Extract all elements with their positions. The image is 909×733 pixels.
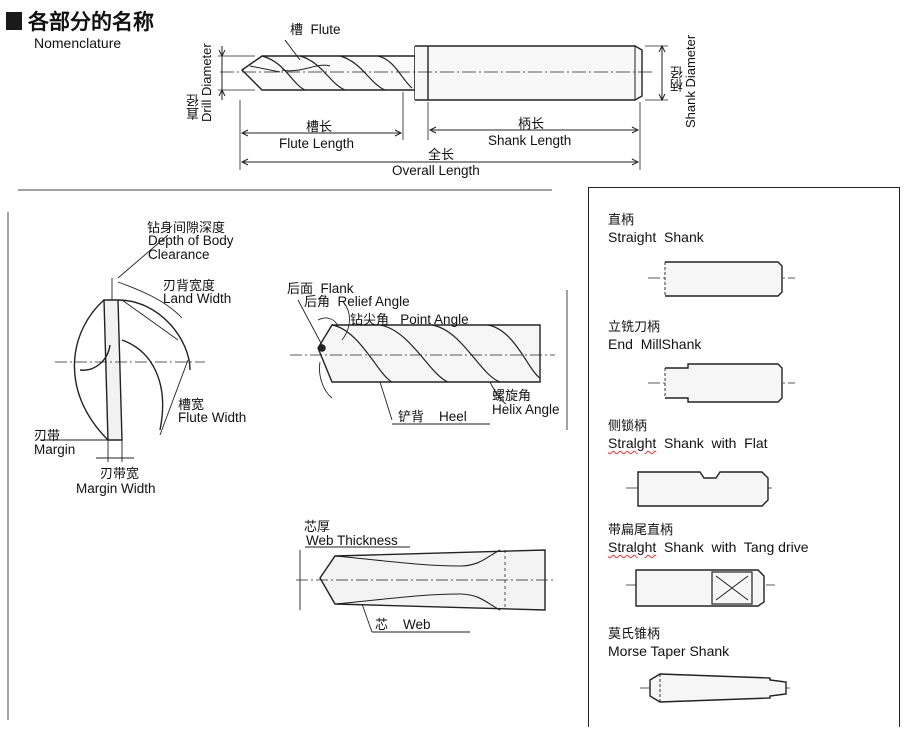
straight-shank-icon [648,261,795,297]
point-angle-label: 钻尖角 Point Angle [350,312,469,328]
shank-type-tang-drive: 带扁尾直柄 Stralght Shank with Tang drive [608,523,809,555]
drill-cross-section-drawing [40,234,205,462]
margin-en: Margin [34,442,76,457]
title-square-icon [6,12,22,30]
land-width-cn: 刃背宽度 [163,279,216,294]
shank-type-end-mill: 立铣刀柄 End MillShank [608,320,702,352]
body-clearance-cn: 钻身间隙深度 [147,221,226,236]
heel-label: 铲背 Heel [398,409,467,425]
shank-with-flat-icon [626,471,772,507]
body-clearance-en-1: Depth of Body [148,233,234,248]
flute-length-cn: 槽长 [306,120,333,135]
flank-label: 后面 Flank [287,281,354,297]
web-thickness-cn: 芯厚 [304,520,331,535]
shank-type-morse-taper: 莫氏锥柄 Morse Taper Shank [608,627,730,659]
margin-width-en: Margin Width [76,481,156,496]
overall-length-en: Overall Length [392,163,480,178]
shank-diameter-en: Shank Diameter [683,34,698,128]
land-width-en: Land Width [163,291,232,306]
flute-label: 槽 Flute [290,22,341,38]
helix-angle-en: Helix Angle [492,402,560,417]
page-subtitle: Nomenclature [34,35,122,51]
end-mill-shank-icon [648,363,795,403]
twist-drill-drawing [218,39,668,170]
shank-types-panel [588,187,900,727]
relief-angle-label: 后角 Relief Angle [304,294,410,310]
web-label: 芯 Web [375,617,431,633]
morse-taper-shank-icon [640,673,790,703]
shank-length-en: Shank Length [488,133,572,148]
tang-drive-shank-icon [626,569,775,607]
drill-diameter-en: Drill Diameter [199,43,214,122]
page-title: 各部分的名称 [6,6,154,36]
margin-cn: 刃带 [34,429,61,444]
web-thickness-en: Web Thickness [306,533,398,548]
flute-width-en: Flute Width [178,410,247,425]
margin-width-cn: 刃带宽 [100,467,140,482]
body-clearance-en-2: Clearance [148,247,210,262]
page-title-cn: 各部分的名称 [28,10,154,34]
helix-angle-cn: 螺旋角 [492,389,532,404]
flute-length-en: Flute Length [279,136,355,151]
shank-length-cn: 柄长 [518,117,545,132]
overall-length-cn: 全长 [428,148,455,163]
shank-type-flat: 侧锁柄 Stralght Shank with Flat [608,419,768,451]
web-thickness-drawing [296,546,555,633]
drill-tip-drawing [290,299,555,425]
shank-type-straight: 直柄 Straight Shank [608,213,704,245]
flute-width-cn: 槽宽 [178,398,205,413]
